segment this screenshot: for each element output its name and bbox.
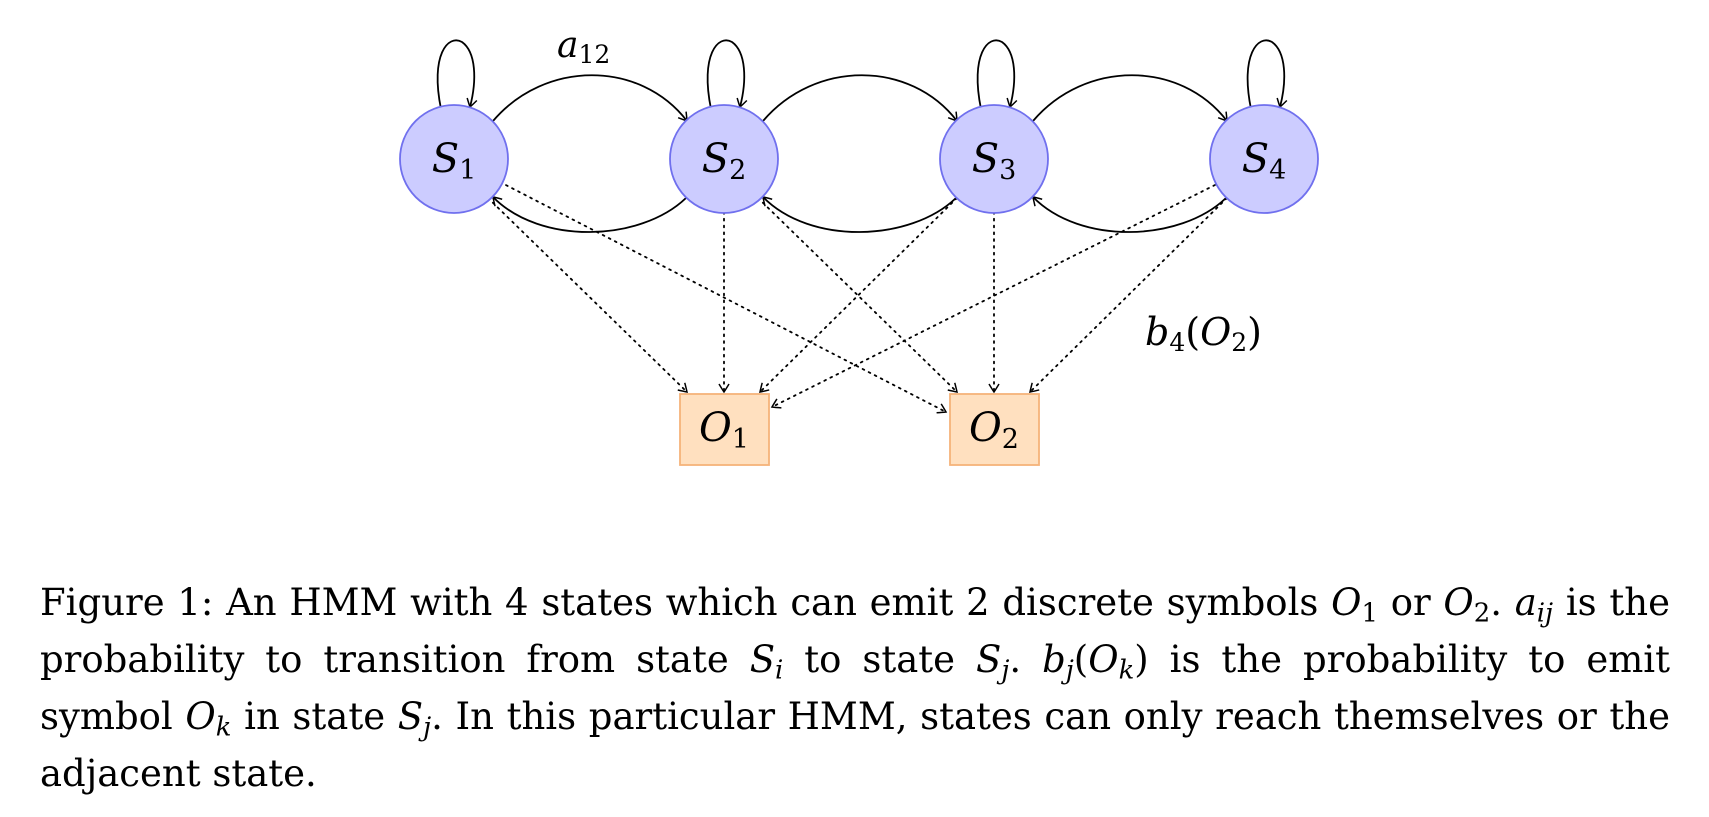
transition-label-a12: a12: [557, 25, 610, 69]
state-s2: S2: [669, 104, 779, 214]
caption-math: Sj: [975, 638, 1010, 686]
state-s3: S3: [939, 104, 1049, 214]
self-loop-s4: [1246, 39, 1288, 110]
caption-math: O1: [1331, 581, 1378, 629]
caption-text: in state: [231, 695, 398, 738]
caption-math: aij: [1514, 581, 1554, 629]
caption-text: An HMM with 4 states which can emit 2 di…: [213, 581, 1332, 624]
emission-s1-o1: [487, 197, 688, 393]
self-loop-s2: [706, 39, 748, 110]
caption-text: .: [1490, 581, 1515, 624]
transition-s4-s3: [1032, 196, 1227, 233]
emission-s4-o1: [770, 184, 1216, 409]
caption-math: bj(Ok): [1042, 638, 1149, 686]
state-circle: [939, 104, 1049, 214]
state-s1: S1: [399, 104, 509, 214]
caption-figure-label: Figure 1:: [40, 581, 214, 624]
emission-s3-o1: [759, 197, 958, 393]
caption-text: .: [1009, 638, 1043, 681]
self-loop-s3: [976, 39, 1018, 110]
emission-s4-o2: [1029, 197, 1228, 393]
self-loop-s1: [436, 39, 478, 110]
symbol-o1: O1: [679, 393, 770, 466]
figure-caption: Figure 1: An HMM with 4 states which can…: [40, 574, 1670, 802]
emission-s1-o2: [499, 181, 948, 414]
caption-text: or: [1377, 581, 1444, 624]
symbol-box: [949, 393, 1040, 466]
state-label: S4: [1242, 136, 1287, 186]
state-label: S1: [432, 136, 477, 186]
caption-math: O2: [1443, 581, 1491, 629]
caption-text: to state: [783, 638, 976, 681]
symbol-o2: O2: [949, 393, 1040, 466]
caption-math: Si: [749, 638, 784, 686]
caption-text: is the probability to transition from st…: [40, 581, 1670, 681]
state-s4: S4: [1209, 104, 1319, 214]
state-circle: [1209, 104, 1319, 214]
hmm-diagram: S1 S2 S3 S4 O1 O2 a12 b4(O2): [399, 25, 1319, 466]
transition-s2-s3: [762, 74, 958, 123]
caption-math: Sj: [397, 695, 432, 743]
symbol-box: [679, 393, 770, 466]
transition-s1-s2: [492, 74, 688, 123]
emission-s2-o2: [757, 197, 958, 393]
transition-s2-s1: [492, 196, 687, 233]
transition-s3-s4: [1032, 74, 1228, 123]
state-circle: [399, 104, 509, 214]
caption-text: . In this particular HMM, states can onl…: [40, 695, 1670, 795]
symbol-label: O1: [699, 405, 749, 455]
transition-s3-s2: [762, 196, 957, 233]
state-circle: [669, 104, 779, 214]
caption-text: is the probability to emit symbol: [40, 638, 1671, 738]
state-label: S2: [702, 136, 747, 186]
emission-label-b4-o2: b4(O2): [1145, 310, 1262, 357]
symbol-label: O2: [969, 405, 1019, 455]
state-label: S3: [972, 136, 1017, 186]
caption-math: Ok: [185, 695, 232, 743]
